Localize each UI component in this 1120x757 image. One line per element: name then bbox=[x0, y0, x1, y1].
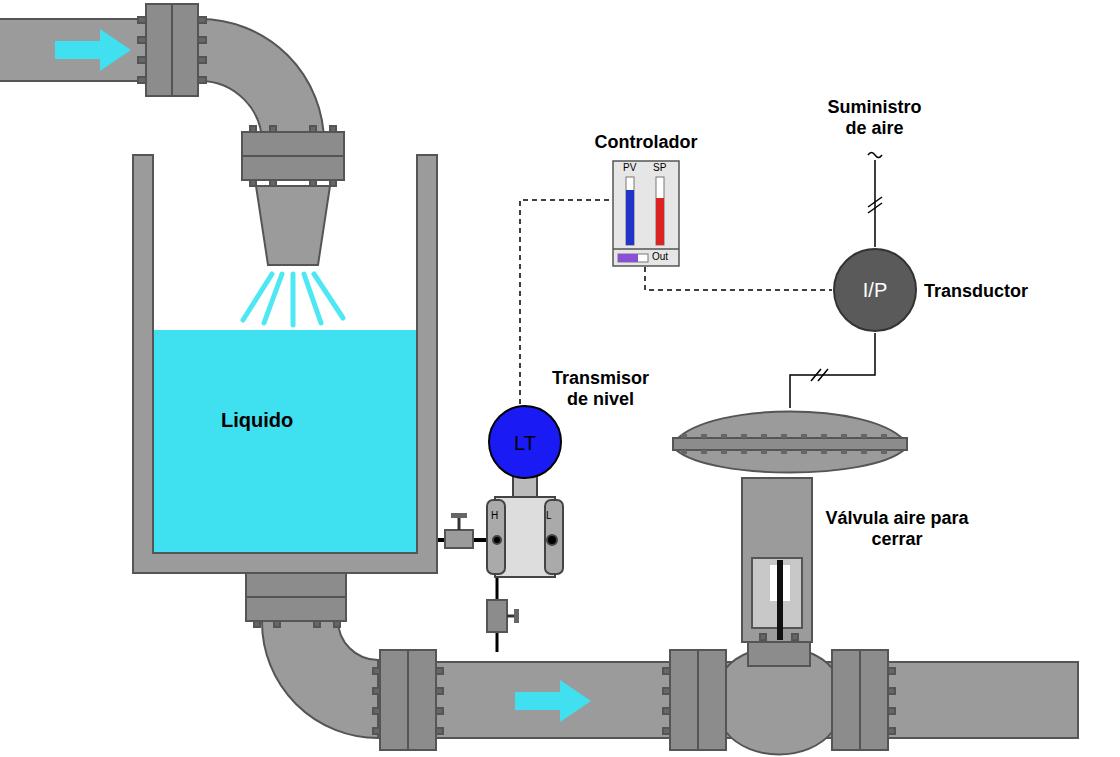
tank-shape bbox=[133, 155, 437, 573]
lt-symbol: LT bbox=[487, 432, 563, 455]
level-transmitter-circle: LTTransmisor de nivel bbox=[487, 404, 563, 480]
controller-box: ControladorPVSPOut bbox=[612, 160, 680, 267]
flow-arrow bbox=[515, 680, 591, 722]
air-supply-line bbox=[868, 153, 882, 248]
valve-actuator: Válvula aire para cerrar bbox=[672, 408, 908, 480]
air-supply-label: Suministro de aire bbox=[817, 97, 932, 139]
ip-transducer-circle: I/PTransductor bbox=[832, 247, 918, 333]
nozzle-flange bbox=[242, 126, 344, 186]
spray-nozzle bbox=[256, 186, 330, 265]
transmitter-label: Transmisor de nivel bbox=[543, 368, 658, 410]
signal-line bbox=[645, 267, 832, 290]
port-label: H bbox=[491, 510, 498, 522]
valve-label: Válvula aire para cerrar bbox=[822, 508, 972, 550]
ip-symbol: I/P bbox=[832, 279, 918, 302]
outlet-flange bbox=[246, 573, 346, 627]
transmitter-body bbox=[487, 476, 563, 577]
transducer-label: Transductor bbox=[924, 281, 1028, 302]
port-label: L bbox=[546, 510, 552, 522]
controller-box-shape bbox=[612, 160, 680, 267]
liquid-spray bbox=[243, 274, 343, 325]
sp-label: SP bbox=[653, 162, 666, 174]
pneumatic-line bbox=[790, 333, 875, 408]
pv-label: PV bbox=[623, 162, 636, 174]
flow-arrow bbox=[55, 29, 131, 71]
valve-body bbox=[726, 478, 832, 755]
tank: Liquido bbox=[133, 155, 437, 573]
out-label: Out bbox=[652, 251, 668, 263]
inlet-flange bbox=[138, 4, 206, 96]
valve-actuator-shape bbox=[672, 408, 908, 480]
liquid-label: Liquido bbox=[221, 409, 293, 432]
controller-title: Controlador bbox=[582, 132, 710, 153]
